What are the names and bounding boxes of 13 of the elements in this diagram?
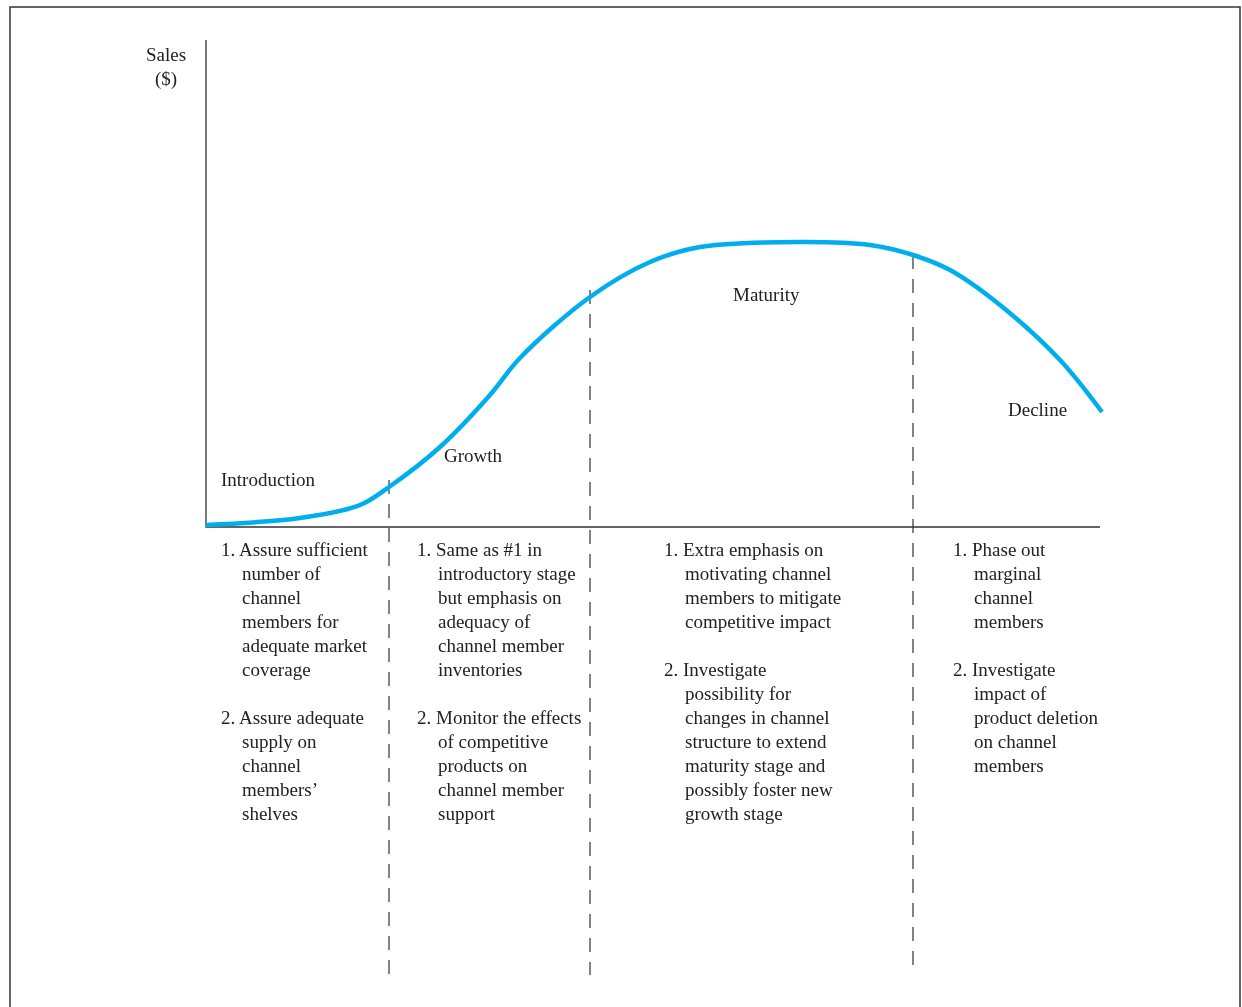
list-item: 2. Investigate possibility for changes in channel structure to extend maturity stage and possibly foster new growth stage — [664, 658, 834, 826]
list-item: 1. Same as #1 in introductory stage but emphasis on adequacy of channel member inventories — [417, 538, 577, 682]
stage-label: Introduction — [221, 468, 315, 492]
stage-label: Growth — [444, 444, 503, 468]
stage-label: Decline — [1008, 398, 1068, 422]
stage-label: Maturity — [733, 283, 800, 307]
list-item: 1. Phase out marginal channel members — [953, 538, 1047, 634]
list-item: 1. Extra emphasis on motivating channel members to mitigate competitive impact — [664, 538, 843, 634]
list-item: 2. Monitor the effects of competitive products on channel member support — [417, 706, 582, 826]
list-item: 2. Assure adequate supply on channel members’ shelves — [221, 706, 365, 826]
axis-label: Sales ($) — [144, 43, 188, 91]
list-item: 1. Assure sufficient number of channel members for adequate market coverage — [221, 538, 369, 682]
list-item: 2. Investigate impact of product deletion on channel members — [953, 658, 1099, 778]
